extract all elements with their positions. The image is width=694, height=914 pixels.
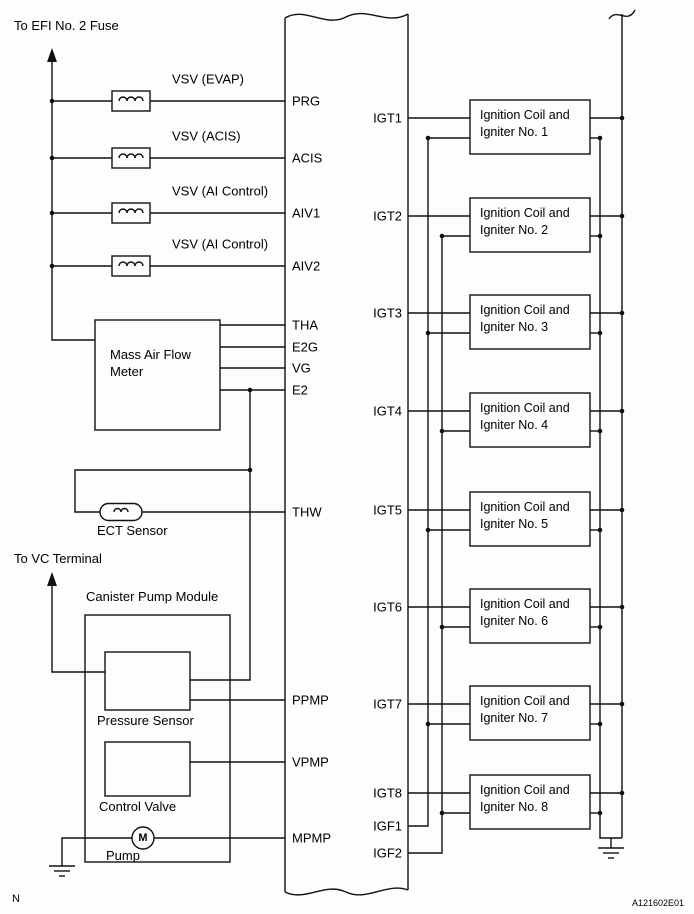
ignition-coil-label-6: Ignition Coil and Igniter No. 6 (480, 596, 570, 630)
vc-feed-line (51, 584, 105, 673)
terminal-igf2: IGF2 (373, 845, 402, 861)
ignition-coil-box-1 (469, 99, 591, 155)
ecm-outline (284, 12, 409, 896)
ignition-coil-label-5: Ignition Coil and Igniter No. 5 (480, 499, 570, 533)
ignition-coil-boxes (469, 99, 591, 830)
ignition-coil-label-4: Ignition Coil and Igniter No. 4 (480, 400, 570, 434)
vsv-acis-symbol (52, 147, 285, 169)
terminal-igt1: IGT1 (373, 110, 402, 126)
ignition-8-line2: Igniter No. 8 (480, 800, 549, 814)
motor-letter: M (138, 832, 148, 844)
terminal-acis: ACIS (292, 150, 323, 166)
efi-feed-line (51, 60, 95, 341)
terminal-vpmp: VPMP (292, 754, 329, 770)
terminal-prg: PRG (292, 93, 321, 109)
vc-up-arrow (47, 572, 57, 586)
igt-wires (408, 117, 470, 794)
ignition-5-line2: Igniter No. 5 (480, 517, 549, 531)
up-arrows (47, 48, 57, 586)
ignition-coil-box-2 (469, 197, 591, 253)
ignition-1-line2: Igniter No. 1 (480, 125, 549, 139)
ignition-coil-label-3: Ignition Coil and Igniter No. 3 (480, 302, 570, 336)
ignition-coil-box-6 (469, 588, 591, 644)
terminal-thw: THW (292, 504, 322, 520)
ground-symbol-left (49, 865, 75, 877)
terminal-igt7: IGT7 (373, 696, 402, 712)
terminal-aiv1: AIV1 (292, 205, 321, 221)
ignition-1-line1: Ignition Coil and (480, 108, 570, 122)
vsv-evap-label: VSV (EVAP) (172, 71, 245, 87)
wiring-lines (49, 9, 636, 896)
vsv-ai1-symbol (52, 202, 285, 224)
ignition-coil-label-1: Ignition Coil and Igniter No. 1 (480, 107, 570, 141)
power-bus (590, 9, 636, 838)
ignition-coil-label-2: Ignition Coil and Igniter No. 2 (480, 205, 570, 239)
pressure-sensor-box (104, 651, 285, 711)
vsv-ai2-symbol (52, 255, 285, 277)
ignition-coil-box-8 (469, 774, 591, 830)
igf2-bus (408, 235, 470, 854)
control-valve-label: Control Valve (99, 799, 177, 814)
ignition-coil-box-5 (469, 491, 591, 547)
pressure-sensor-label: Pressure Sensor (97, 713, 194, 728)
ground-symbol-right (598, 847, 624, 859)
terminal-igt8: IGT8 (373, 785, 402, 801)
pump-motor-symbol (61, 826, 285, 866)
efi-up-arrow (47, 48, 57, 62)
page-mark-n: N (12, 893, 20, 905)
junction-dots (49, 98, 625, 816)
ignition-2-line2: Igniter No. 2 (480, 223, 549, 237)
canister-module-box (84, 614, 231, 863)
terminal-igt5: IGT5 (373, 502, 402, 518)
terminal-igt2: IGT2 (373, 208, 402, 224)
pump-label: Pump (106, 848, 140, 863)
ignition-coil-box-3 (469, 294, 591, 350)
ground-bus (590, 137, 622, 848)
ignition-5-line1: Ignition Coil and (480, 500, 570, 514)
terminal-igf1: IGF1 (373, 818, 402, 834)
terminal-e2: E2 (292, 382, 308, 398)
ect-sensor-label: ECT Sensor (97, 523, 168, 538)
ect-sensor-symbol (74, 469, 285, 522)
maf-label-line1: Mass Air Flow (110, 347, 191, 362)
vsv-ai1-label: VSV (AI Control) (172, 183, 269, 199)
terminal-igt3: IGT3 (373, 305, 402, 321)
ignition-3-line1: Ignition Coil and (480, 303, 570, 317)
maf-label-line2: Meter (110, 364, 144, 379)
ignition-6-line1: Ignition Coil and (480, 597, 570, 611)
control-valve-box (104, 741, 285, 797)
efi-fuse-note: To EFI No. 2 Fuse (14, 18, 119, 33)
canister-module-label: Canister Pump Module (86, 589, 219, 604)
ignition-4-line1: Ignition Coil and (480, 401, 570, 415)
terminal-e2g: E2G (292, 339, 319, 355)
maf-box (94, 319, 285, 681)
terminal-tha: THA (292, 317, 318, 333)
ignition-coil-box-7 (469, 685, 591, 741)
igf1-bus (408, 137, 470, 827)
maf-label: Mass Air Flow Meter (110, 346, 191, 380)
terminal-ppmp: PPMP (292, 692, 329, 708)
ignition-coil-box-4 (469, 392, 591, 448)
ignition-8-line1: Ignition Coil and (480, 783, 570, 797)
ignition-4-line2: Igniter No. 4 (480, 418, 549, 432)
vsv-ai2-label: VSV (AI Control) (172, 236, 269, 252)
ignition-coil-label-7: Ignition Coil and Igniter No. 7 (480, 693, 570, 727)
ignition-3-line2: Igniter No. 3 (480, 320, 549, 334)
ignition-2-line1: Ignition Coil and (480, 206, 570, 220)
terminal-mpmp: MPMP (292, 830, 331, 846)
ignition-coil-label-8: Ignition Coil and Igniter No. 8 (480, 782, 570, 816)
terminal-vg: VG (292, 360, 311, 376)
ignition-7-line2: Igniter No. 7 (480, 711, 549, 725)
terminal-igt6: IGT6 (373, 599, 402, 615)
wire-break-symbol (608, 9, 636, 20)
ignition-6-line2: Igniter No. 6 (480, 614, 549, 628)
document-code: A121602E01 (631, 898, 684, 908)
ignition-7-line1: Ignition Coil and (480, 694, 570, 708)
vsv-acis-label: VSV (ACIS) (172, 128, 241, 144)
terminal-igt4: IGT4 (373, 403, 402, 419)
terminal-aiv2: AIV2 (292, 258, 321, 274)
vc-terminal-note: To VC Terminal (14, 551, 102, 566)
vsv-evap-symbol (52, 90, 285, 112)
